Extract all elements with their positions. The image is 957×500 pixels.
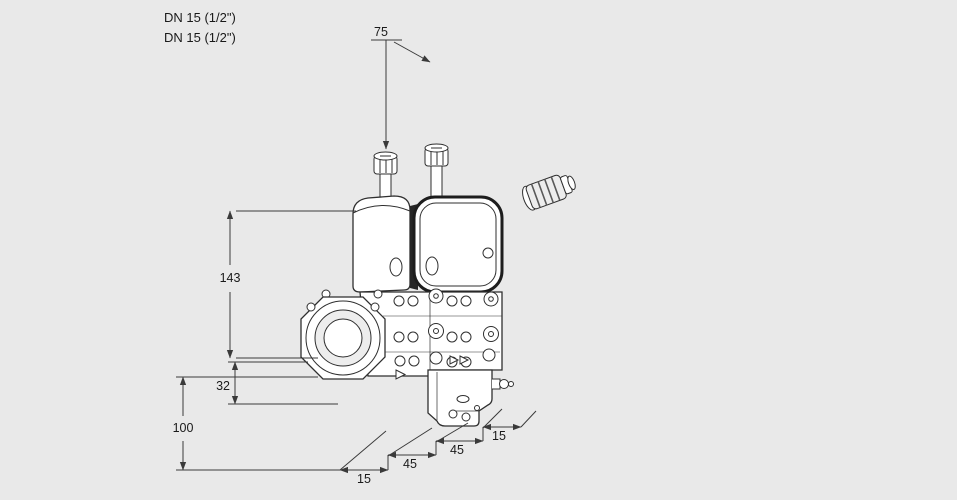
dimension-100: 100: [173, 376, 352, 471]
port-label-1: DN 15 (1/2"): [164, 10, 236, 25]
dimension-143: 143: [220, 210, 356, 359]
strainer-part: [522, 174, 576, 211]
dimension-label-15-left: 15: [357, 472, 371, 486]
dimension-32: 32: [216, 361, 338, 405]
dimension-label-32: 32: [216, 379, 230, 393]
valve-assembly: [300, 143, 576, 427]
dimension-75: 75: [371, 25, 431, 150]
dimension-label-45-left: 45: [403, 457, 417, 471]
left-solenoid-coil: [352, 151, 411, 293]
dimension-annotations: DN 15 (1/2") DN 15 (1/2") 75 143: [164, 10, 537, 486]
valve-body: [321, 288, 503, 380]
flow-arrow-icon: [395, 369, 407, 380]
flow-arrow-icon: [449, 355, 470, 365]
bottom-actuator-block: [427, 369, 514, 427]
right-actuator-plate: [412, 195, 504, 294]
dimension-label-15-right: 15: [492, 429, 506, 443]
flange-port: [300, 296, 386, 380]
dimension-label-45-right: 45: [450, 443, 464, 457]
dimension-label-100: 100: [173, 421, 194, 435]
right-solenoid-stem: [424, 143, 449, 199]
dimension-bottom-chain: 15 45 45 15: [339, 408, 537, 486]
dimension-label-143: 143: [220, 271, 241, 285]
port-label-2: DN 15 (1/2"): [164, 30, 236, 45]
dimension-label-75: 75: [374, 25, 388, 39]
